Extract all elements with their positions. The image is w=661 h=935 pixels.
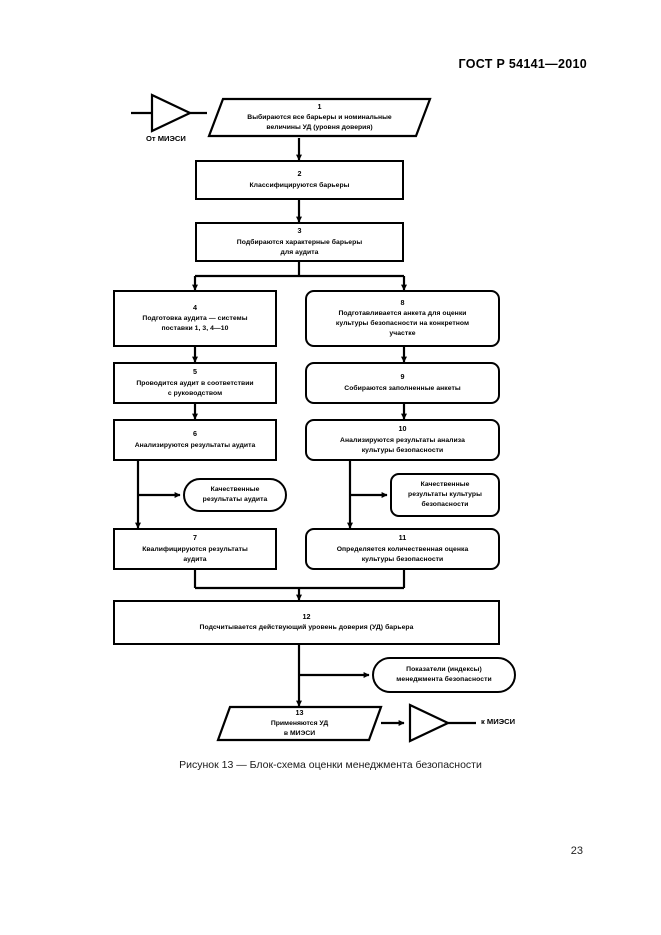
flow-node-5-number: 5: [192, 367, 198, 377]
connector-label-to-miesi: к МИЭСИ: [481, 717, 516, 726]
flow-node-4-number: 4: [192, 302, 198, 312]
flow-node-11-number: 11: [398, 533, 407, 543]
connector-triangle-output: [408, 703, 451, 743]
flow-node-12[interactable]: 12 Подсчитывается действующий уровень до…: [113, 600, 500, 645]
flow-node-2-number: 2: [297, 169, 302, 179]
flow-node-4-text: Подготовка аудита — системы поставки 1, …: [142, 315, 248, 333]
flow-node-5[interactable]: 5 Проводится аудит в соответствии с руко…: [113, 362, 277, 404]
flow-node-5-text: Проводится аудит в соответствии с руково…: [136, 379, 254, 397]
flow-node-8-text: Подготавливается анкета для оценки культ…: [335, 310, 470, 338]
flow-node-qualitative-culture-results[interactable]: Качественные результаты культуры безопас…: [390, 473, 500, 517]
flow-node-1[interactable]: 1 Выбираются все барьеры и номинальные в…: [207, 97, 432, 138]
flow-node-12-text: Подсчитывается действующий уровень довер…: [199, 624, 414, 632]
flow-node-safety-management-indicators-text: Показатели (индексы) менеджмента безопас…: [396, 666, 492, 683]
flow-node-2-text: Классифицируются барьеры: [249, 181, 350, 189]
flow-node-2[interactable]: 2 Классифицируются барьеры: [195, 160, 404, 200]
flow-node-10-text: Анализируются результаты анализа культур…: [340, 436, 465, 454]
figure-caption: Рисунок 13 — Блок-схема оценки менеджмен…: [179, 759, 482, 771]
flow-node-7[interactable]: 7 Квалифицируются результаты аудита: [113, 528, 277, 570]
flow-node-6-text: Анализируются результаты аудита: [134, 441, 256, 449]
document-header-standard-number: ГОСТ Р 54141—2010: [458, 57, 587, 71]
flow-node-9-text: Собираются заполненные анкеты: [344, 384, 461, 392]
flow-node-11[interactable]: 11 Определяется количественная оценка ку…: [305, 528, 500, 570]
flow-node-3[interactable]: 3 Подбираются характерные барьеры для ау…: [195, 222, 404, 262]
flow-node-qualitative-audit-results-text: Качественные результаты аудита: [202, 486, 268, 503]
flow-node-4[interactable]: 4 Подготовка аудита — системы поставки 1…: [113, 290, 277, 347]
flow-node-3-number: 3: [297, 226, 302, 236]
connector-triangle-input: [150, 93, 193, 133]
flow-node-7-text: Квалифицируются результаты аудита: [142, 545, 248, 563]
flow-node-13[interactable]: 13 Применяются УД в МИЭСИ: [216, 705, 383, 742]
flow-node-3-text: Подбираются характерные барьеры для ауди…: [236, 238, 363, 256]
flow-node-9[interactable]: 9 Собираются заполненные анкеты: [305, 362, 500, 404]
page-number: 23: [570, 845, 583, 857]
flow-node-9-number: 9: [400, 372, 405, 382]
flow-node-11-text: Определяется количественная оценка культ…: [336, 545, 469, 563]
flow-node-7-number: 7: [192, 533, 198, 543]
flow-node-8-number: 8: [400, 298, 405, 308]
flow-node-safety-management-indicators[interactable]: Показатели (индексы) менеджмента безопас…: [372, 657, 516, 693]
flow-node-6[interactable]: 6 Анализируются результаты аудита: [113, 419, 277, 461]
flow-node-10[interactable]: 10 Анализируются результаты анализа куль…: [305, 419, 500, 461]
connector-label-from-miesi: От МИЭСИ: [146, 134, 186, 143]
flow-node-10-number: 10: [398, 424, 407, 434]
flow-node-6-number: 6: [192, 429, 198, 439]
flow-node-qualitative-culture-results-text: Качественные результаты культуры безопас…: [408, 481, 482, 508]
flow-node-qualitative-audit-results[interactable]: Качественные результаты аудита: [183, 478, 287, 512]
flow-node-8[interactable]: 8 Подготавливается анкета для оценки кул…: [305, 290, 500, 347]
flow-node-12-number: 12: [302, 611, 311, 621]
